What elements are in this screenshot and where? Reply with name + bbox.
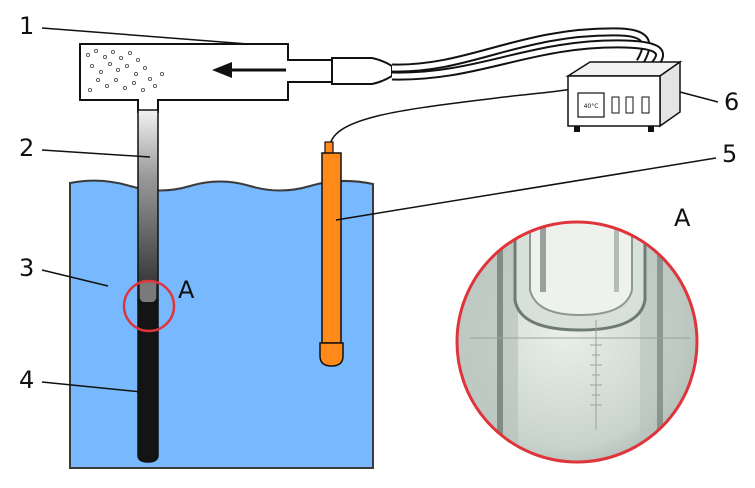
detail-marker-label: A <box>178 276 195 304</box>
liquid-column <box>137 299 159 463</box>
label-3: 3 <box>19 254 34 282</box>
controller-switch-2 <box>625 96 634 114</box>
label-5: 5 <box>722 140 737 168</box>
particle-dots <box>85 48 165 93</box>
glass-tube <box>137 109 159 301</box>
sensor-wire <box>329 83 591 146</box>
controller-switch-3 <box>641 96 650 114</box>
zoom-inset <box>455 220 699 464</box>
flow-arrow-head <box>212 62 232 78</box>
mixing-chamber <box>79 43 333 113</box>
controller-display: 40°C <box>584 103 599 110</box>
label-4: 4 <box>19 366 34 394</box>
hose-connector <box>331 57 393 85</box>
zoom-marker-label: A <box>674 204 691 232</box>
detail-circle <box>122 279 176 333</box>
label-1: 1 <box>19 12 34 40</box>
leader-lines <box>41 27 719 393</box>
temperature-probe <box>319 141 344 367</box>
temperature-controller: 40°C <box>565 60 683 132</box>
label-2: 2 <box>19 134 34 162</box>
controller-switch-1 <box>611 96 620 114</box>
label-6: 6 <box>724 88 739 116</box>
